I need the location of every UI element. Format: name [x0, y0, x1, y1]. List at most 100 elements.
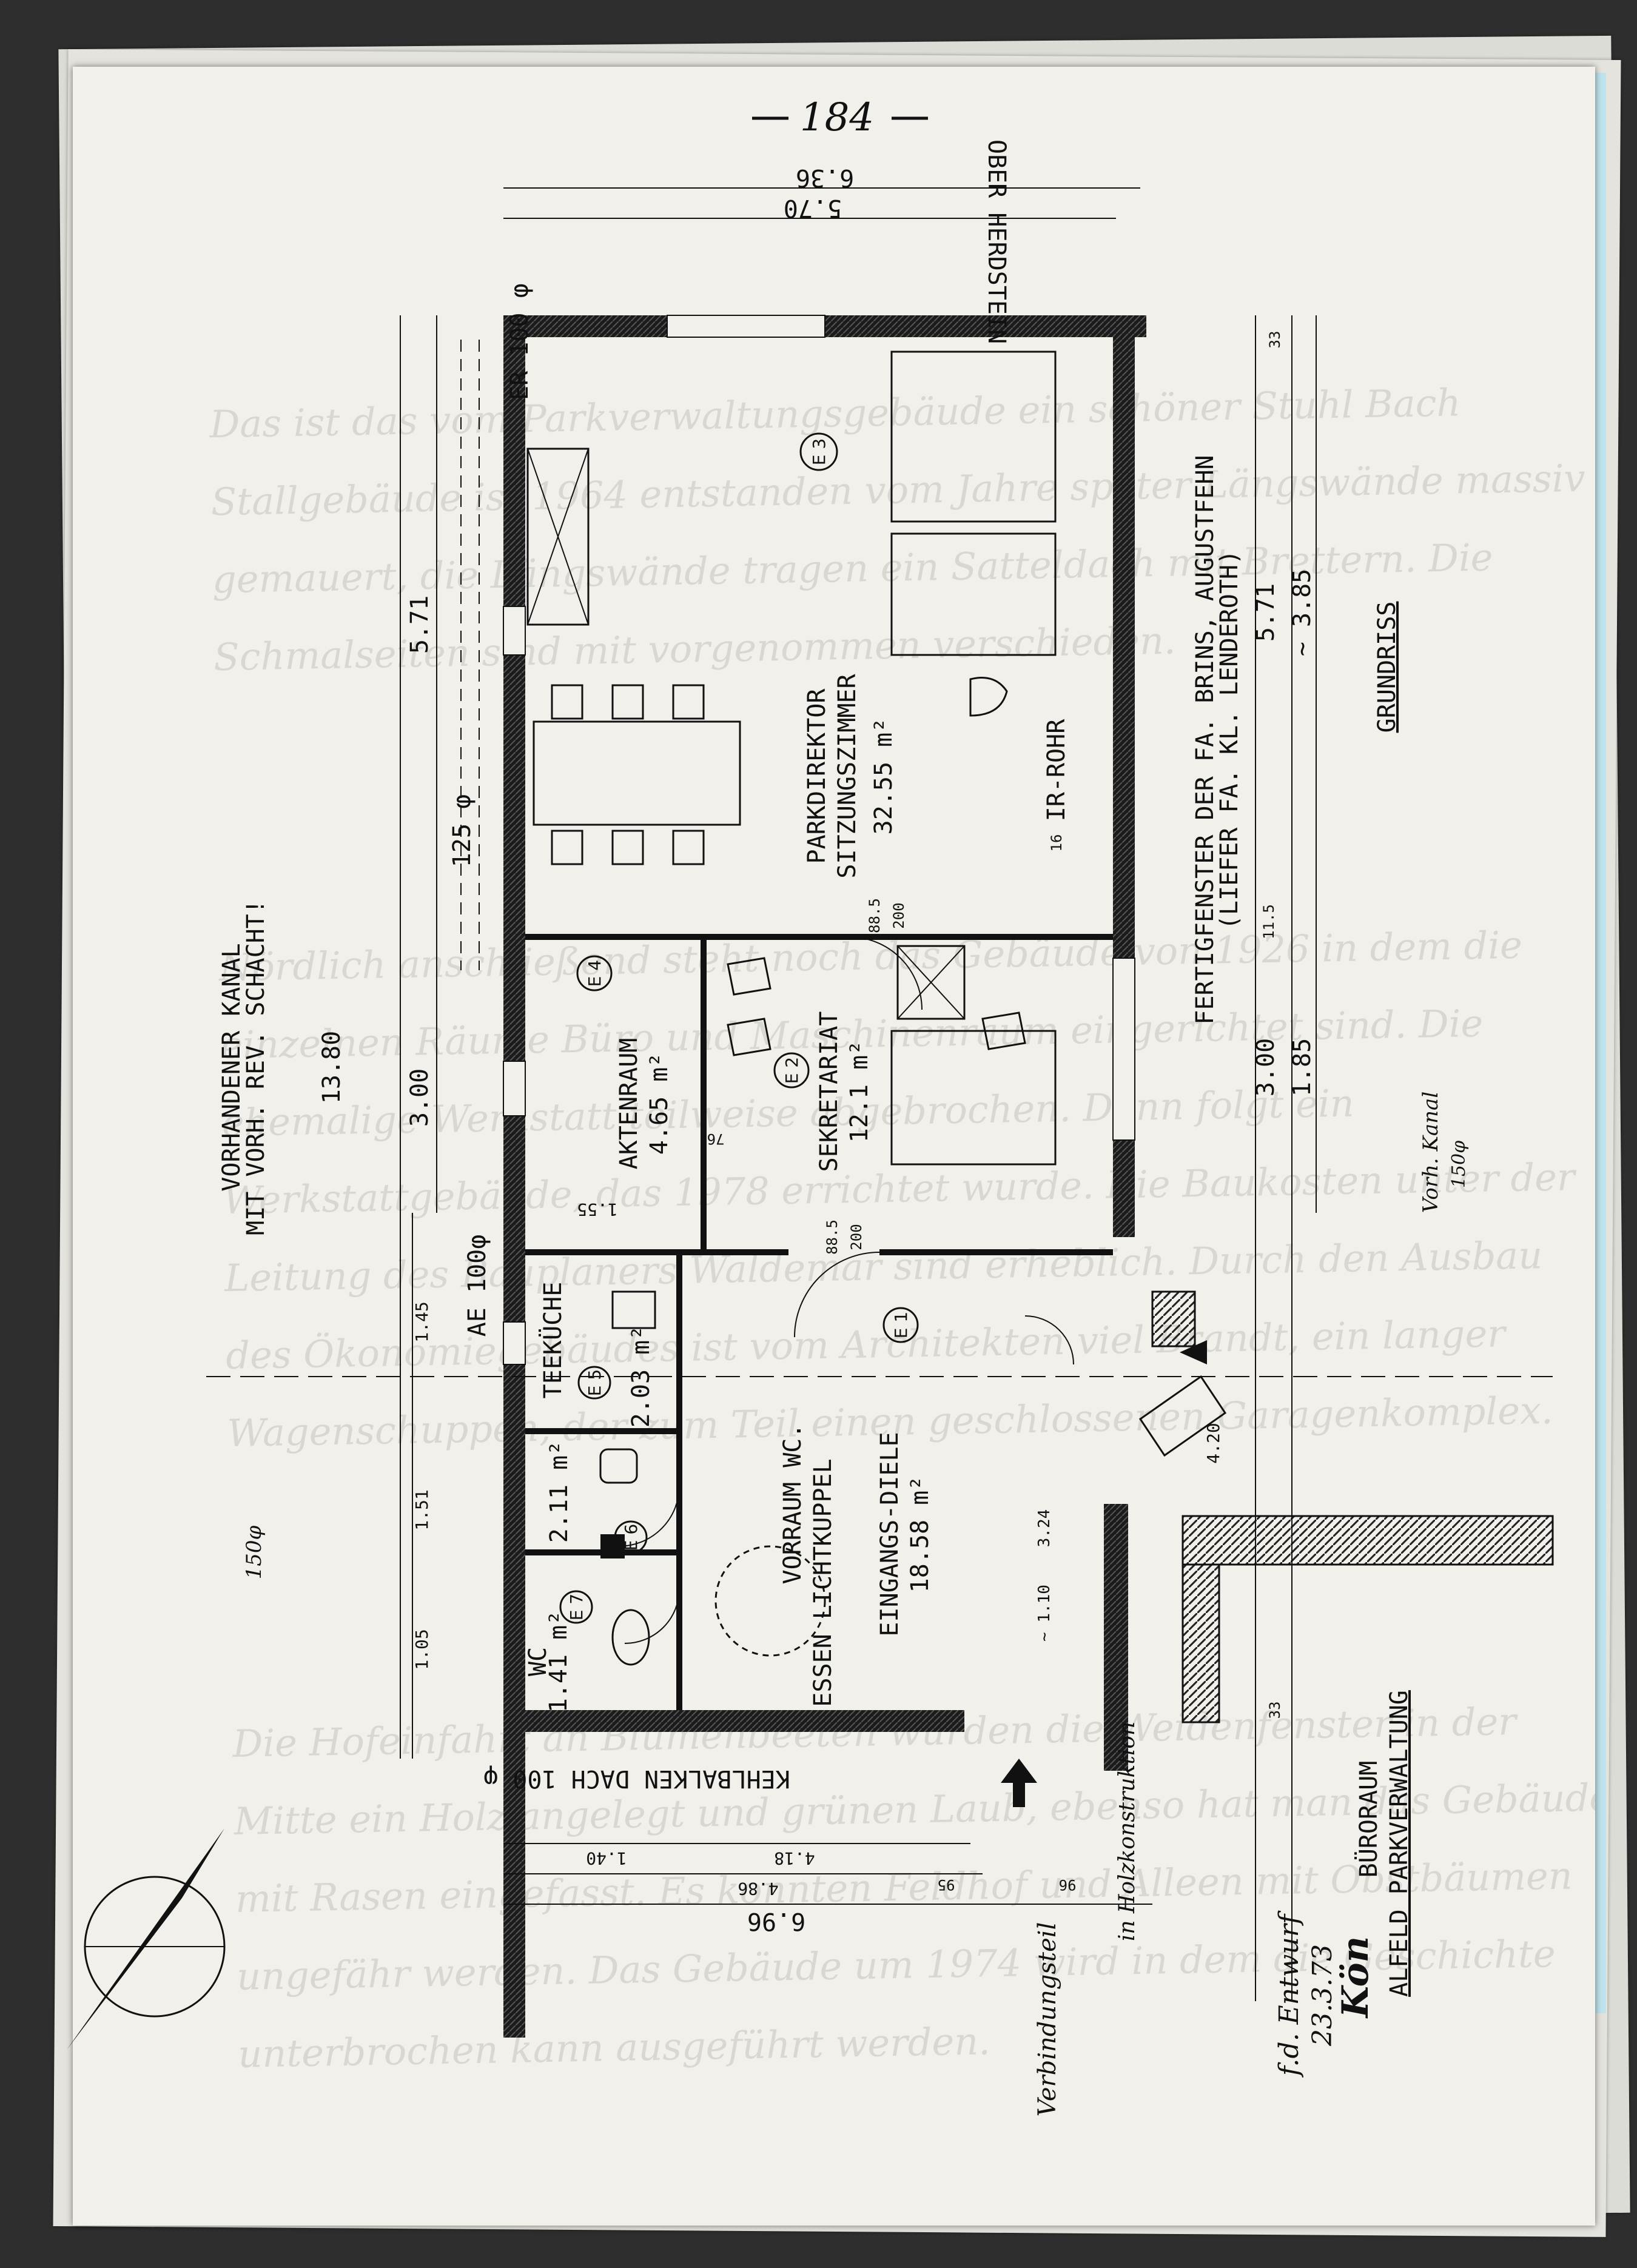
wall-bottom — [503, 1710, 964, 1732]
existing-canal-dim: 150φ — [1448, 1141, 1470, 1188]
room-area: 1.41 m² — [545, 1611, 573, 1713]
window-supplier: (LIEFER FA. KL. LENDEROTH) — [1215, 550, 1243, 930]
sink — [611, 1290, 656, 1329]
administration-label: ALFELD PARKVERWALTUNG — [1385, 1690, 1413, 1997]
wall-left — [503, 315, 525, 2038]
room-title: TEEKÜCHE — [538, 1282, 567, 1399]
dim-right: 3.00 — [1252, 1038, 1280, 1096]
skylight-note: ESSEN LICHTKUPPEL — [809, 1458, 837, 1706]
dim-door: 88.5 — [866, 898, 883, 933]
window-note: FERTIGFENSTER DER FA. BRINS, AUGUSTFEHN — [1191, 455, 1219, 1024]
chair — [727, 957, 771, 996]
dim-left: 13.80 — [318, 1031, 346, 1104]
dim-small: 76 — [707, 1130, 725, 1147]
room-code: E 7 — [566, 1594, 587, 1620]
room-area: 32.55 m² — [870, 718, 898, 835]
room-title: AKTENRAUM — [615, 1038, 643, 1170]
entrance-arrow — [1180, 1340, 1207, 1364]
pipe-er-label: ER 100 φ — [506, 283, 534, 400]
toilet — [611, 1609, 650, 1666]
dim-bottom: 4.18 — [774, 1848, 815, 1868]
dim-left: 1.45 — [412, 1301, 432, 1342]
chair — [551, 830, 583, 865]
entry-arrow-bottom — [1001, 1759, 1037, 1807]
page-number: 184 — [800, 95, 874, 140]
north-arrow-icon — [67, 1828, 226, 2050]
chair — [551, 684, 583, 720]
chair — [611, 830, 644, 865]
chair — [611, 684, 644, 720]
desk — [890, 1030, 1057, 1166]
floor-plan-sheet: Das ist das vom Parkverwaltungsgebäude e… — [73, 67, 1595, 2226]
dim-top: 6.36 — [796, 164, 854, 192]
existing-canal: Vorh. Kanal — [1419, 1092, 1443, 1213]
signature-date: 23.3.73 — [1307, 1944, 1338, 2047]
desk — [890, 532, 1057, 656]
filing-cabinet — [896, 945, 966, 1020]
room-title: PARKDIREKTOR — [803, 688, 831, 864]
room-area: 2.03 m² — [627, 1326, 655, 1428]
dim-small: 33 — [1266, 331, 1283, 349]
cabinet-unit — [526, 448, 590, 626]
dim-door: 88.5 — [824, 1220, 841, 1255]
room-code: E 5 — [585, 1369, 605, 1396]
room-office-label: BÜRORAUM — [1354, 1761, 1383, 1878]
washbasin — [599, 1448, 638, 1484]
pipe-diameter: 125 φ — [448, 794, 476, 867]
chimney-note: OBER HERDSTEIN — [983, 139, 1010, 344]
room-area: 18.58 m² — [906, 1476, 934, 1593]
skylight — [714, 1545, 826, 1657]
room-code: E 2 — [782, 1057, 802, 1084]
grundriss-title: GRUNDRISS — [1373, 602, 1401, 733]
room-title: VORRAUM WC. — [779, 1424, 807, 1585]
dim-small: 96 — [1059, 1876, 1077, 1893]
dim-small: 16 — [1048, 834, 1065, 852]
room-area: 12.1 m² — [845, 1041, 873, 1143]
dim-small: 11.5 — [1260, 904, 1277, 939]
entrance-steps — [1151, 1290, 1196, 1347]
blue-sheet-edge — [1595, 73, 1606, 2013]
chair — [981, 1012, 1026, 1050]
chair — [727, 1018, 771, 1056]
room-area: 4.65 m² — [645, 1053, 673, 1155]
dim-door: 200 — [848, 1224, 865, 1250]
signature-label: f.d. Entwurf — [1274, 1910, 1305, 2078]
chair — [672, 830, 705, 865]
dim-right: 3.24 — [1035, 1509, 1054, 1548]
dim-right: 4.20 — [1203, 1423, 1223, 1463]
connection-note: Verbindungsteil — [1034, 1922, 1061, 2117]
annex-wall — [1182, 1515, 1554, 1566]
dim-right: 1.85 — [1288, 1038, 1316, 1096]
conference-table — [533, 720, 741, 826]
room-title: WC — [524, 1647, 552, 1676]
room-area: 2.11 m² — [545, 1441, 573, 1543]
chair — [672, 684, 705, 720]
room-title: EINGANGS-DIELE — [876, 1432, 904, 1636]
room-subtitle: SITZUNGSZIMMER — [833, 674, 861, 879]
canal-pipe-dim: 150φ — [242, 1525, 266, 1579]
signature-initials: Kön — [1334, 1936, 1377, 2019]
room-code: E 1 — [891, 1312, 911, 1338]
dim-bottom: 1.40 — [586, 1848, 627, 1868]
dim-right: ~ 1.10 — [1035, 1585, 1054, 1642]
dim-top: 5.70 — [784, 194, 842, 222]
canal-note: VORHANDENER KANAL — [218, 943, 246, 1191]
dim-small: 33 — [1266, 1702, 1283, 1719]
dim-left: 1.05 — [412, 1629, 432, 1669]
dim-left: 5.71 — [406, 596, 434, 654]
room-code: E 4 — [585, 960, 605, 987]
room-code: E 6 — [621, 1524, 641, 1551]
dim-small: 95 — [938, 1876, 955, 1893]
construction-note: in Holzkonstruktion — [1115, 1722, 1140, 1941]
dim-door: 200 — [890, 902, 907, 928]
pipe-ae-label: AE 100φ — [463, 1235, 491, 1337]
canal-note-2: MIT VORH. REV. SCHACHT! — [242, 899, 270, 1235]
roof-beam-note: KEHLBALKEN DACH 100 φ — [483, 1765, 790, 1793]
room-code: E 3 — [809, 438, 829, 465]
dim-right: 5.71 — [1252, 583, 1280, 642]
wall-right-lower — [1104, 1504, 1128, 1771]
room-title: SEKRETARIAT — [815, 1012, 843, 1172]
desk — [890, 351, 1057, 523]
pipe-note: IR-ROHR — [1043, 719, 1071, 821]
dim-left: 1.51 — [412, 1489, 432, 1530]
